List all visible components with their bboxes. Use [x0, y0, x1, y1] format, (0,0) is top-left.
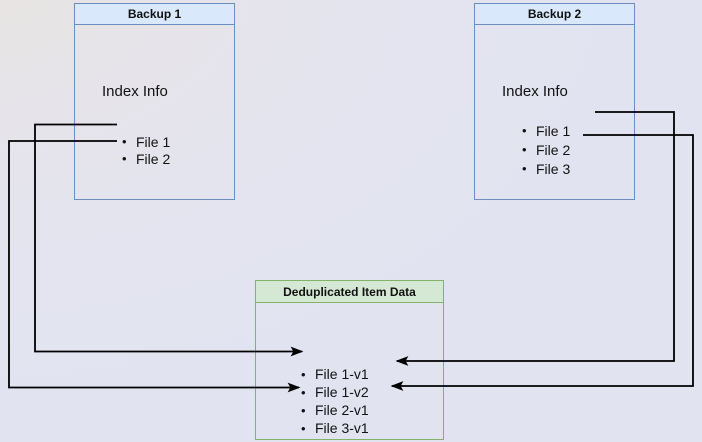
backup2-index-info-label: Index Info	[502, 83, 568, 100]
backup2-title: Backup 2	[475, 4, 634, 25]
dedup-file-2-v1-label: File 2-v1	[315, 402, 369, 418]
backup1-title: Backup 1	[75, 4, 234, 25]
bullet-icon: •	[301, 384, 306, 400]
backup2-file-list: • File 1 • File 2 • File 3	[522, 121, 634, 178]
dedup-file-2-v1: • File 2-v1	[301, 401, 443, 419]
backup2-file-3-label: File 3	[536, 160, 571, 177]
backup2-box: Backup 2 Index Info • File 1 • File 2 • …	[474, 3, 635, 200]
bullet-icon: •	[122, 151, 127, 166]
deduplicated-item-data-box: Deduplicated Item Data • File 1-v1 • Fil…	[255, 280, 444, 440]
dedup-title: Deduplicated Item Data	[256, 281, 443, 303]
backup1-file-1-label: File 1	[136, 133, 171, 150]
backup1-box: Backup 1 Index Info • File 1 • File 2	[74, 3, 235, 200]
bullet-icon: •	[301, 420, 306, 436]
backup2-file-2-label: File 2	[536, 141, 571, 158]
backup2-file-1-label: File 1	[536, 122, 571, 139]
bullet-icon: •	[301, 366, 306, 382]
dedup-file-3-v1-label: File 3-v1	[315, 420, 369, 436]
bullet-icon: •	[122, 134, 127, 149]
bullet-icon: •	[522, 142, 527, 157]
bullet-icon: •	[522, 161, 527, 176]
backup2-file-2: • File 2	[522, 140, 634, 159]
backup1-file-list: • File 1 • File 2	[122, 133, 234, 167]
backup1-file-1: • File 1	[122, 133, 234, 150]
dedup-file-1-v2-label: File 1-v2	[315, 384, 369, 400]
backup1-file-2: • File 2	[122, 150, 234, 167]
dedup-item-list: • File 1-v1 • File 1-v2 • File 2-v1 • Fi…	[301, 365, 443, 437]
bullet-icon: •	[301, 402, 306, 418]
dedup-file-1-v2: • File 1-v2	[301, 383, 443, 401]
backup2-file-3: • File 3	[522, 159, 634, 178]
dedup-file-1-v1: • File 1-v1	[301, 365, 443, 383]
backup1-file-2-label: File 2	[136, 150, 171, 167]
dedup-file-1-v1-label: File 1-v1	[315, 366, 369, 382]
backup1-index-info-label: Index Info	[102, 83, 168, 100]
backup2-file-1: • File 1	[522, 121, 634, 140]
bullet-icon: •	[522, 123, 527, 138]
dedup-file-3-v1: • File 3-v1	[301, 419, 443, 437]
